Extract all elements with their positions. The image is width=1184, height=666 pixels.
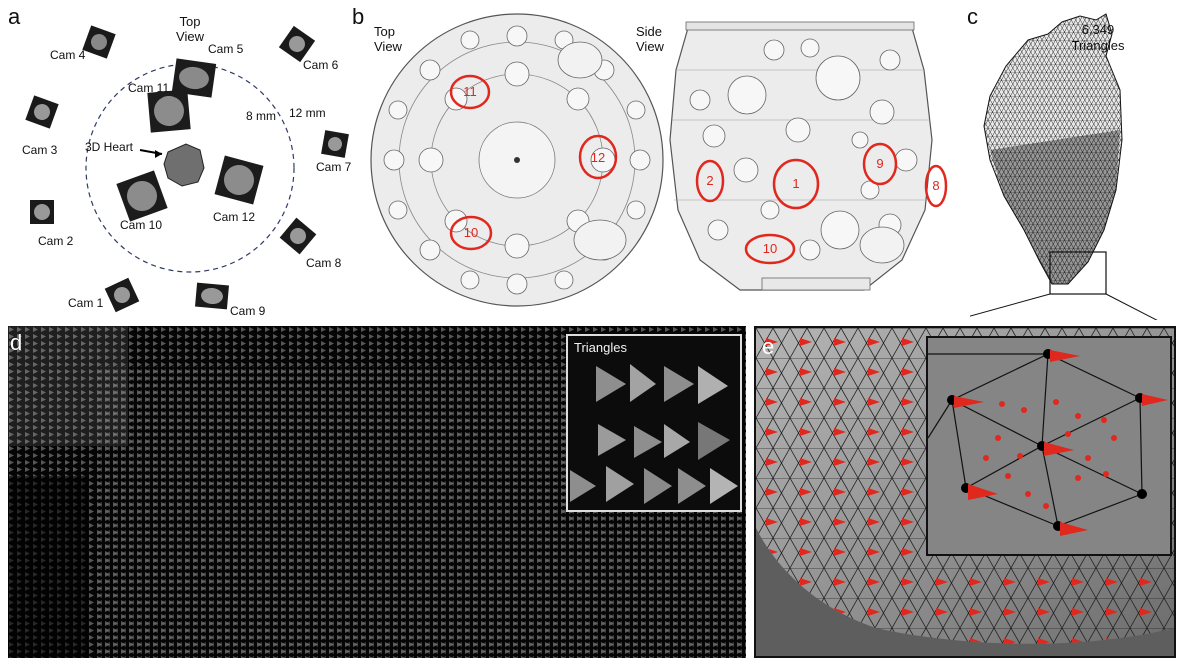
cam9-label: Cam 9 [230,304,266,318]
port-label-8: 8 [932,178,940,193]
cam7-label: Cam 7 [316,160,352,174]
panel-letter-e: e [762,334,775,359]
cam2-label: Cam 2 [38,234,74,248]
panel-letter-d: d [10,330,23,355]
panel-c: 6,349 Triangles [970,0,1184,320]
triangle-count-label: 6,349 Triangles [1071,22,1125,53]
port-label-12: 12 [590,150,606,165]
cam8-label: Cam 8 [306,256,342,270]
cam6-label: Cam 6 [303,58,339,72]
vertex-inset [926,336,1172,556]
cam12-label: Cam 12 [213,210,256,224]
port-label-9: 9 [876,156,884,171]
heart-label: 3D Heart [85,140,134,154]
cam4-label: Cam 4 [50,48,86,62]
panel-letter-b: b [352,4,365,29]
top-view-label-b: Top View [374,24,402,54]
port-label-2: 2 [706,173,714,188]
camera-thumbnails [25,25,349,313]
cam10-label: Cam 10 [120,218,163,232]
side-view-label-b: Side View [636,24,664,54]
vertex-inset-diagram [928,338,1170,554]
zoom-region-box [1049,251,1107,295]
dim-outer-label: 12 mm [289,106,326,120]
camera-arrangement-diagram [25,25,349,313]
port-label-10-side: 10 [762,241,778,256]
cam1-label: Cam 1 [68,296,104,310]
port-label-10-top: 10 [463,225,479,240]
sphere-rendering [370,13,948,307]
top-view-sphere [370,13,664,307]
dim-inner-label: 8 mm [246,109,276,123]
panel-a: Top View Cam 4 Cam 5 Cam 6 Cam 11 8 mm 1… [0,0,352,320]
top-view-label-a: Top View [176,14,204,44]
panel-letter-a: a [8,4,21,29]
panel-letter-c: c [967,4,978,29]
cam3-label: Cam 3 [22,143,58,157]
side-view-sphere [669,21,948,291]
triangles-inset-title: Triangles [574,340,627,355]
cam11-label: Cam 11 [128,81,170,95]
port-label-11: 11 [463,84,477,99]
panel-e: e [754,326,1176,658]
triangles-inset: Triangles [566,334,742,512]
heart-mesh [970,13,1158,320]
panel-b: Top View Side View 11 12 10 2 1 9 8 10 [350,0,970,320]
heart-3d-model [163,143,205,187]
port-label-1: 1 [792,176,800,191]
cam5-label: Cam 5 [208,42,244,56]
triangles-inset-shapes [570,364,738,504]
